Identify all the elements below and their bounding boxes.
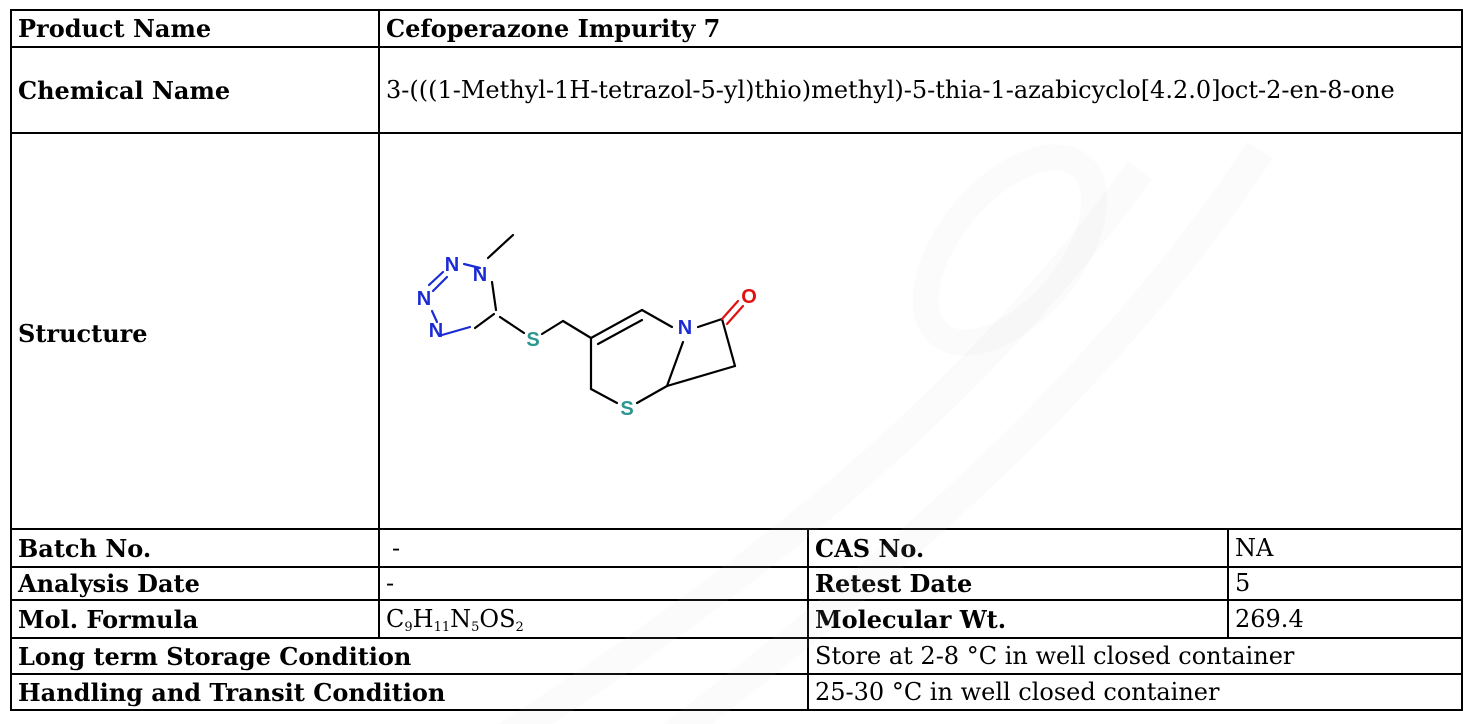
formula-c: C xyxy=(386,604,405,633)
retest-date-value: 5 xyxy=(1227,566,1463,601)
formula-h-count: 11 xyxy=(433,619,451,635)
bond xyxy=(430,309,439,324)
bond xyxy=(696,317,724,329)
bond xyxy=(596,318,644,346)
formula-h: H xyxy=(412,604,434,633)
atom-s-thio: S xyxy=(526,329,539,351)
bond xyxy=(589,387,619,405)
bond xyxy=(635,384,669,405)
row-chemical-name: Chemical Name 3-(((1-Methyl-1H-tetrazol-… xyxy=(10,46,1463,134)
storage-condition-value: Store at 2-8 °C in well closed container xyxy=(807,637,1463,675)
formula-n-count: 5 xyxy=(471,619,480,635)
mol-formula-value: C9H11N5OS2 xyxy=(378,599,809,639)
retest-date-label: Retest Date xyxy=(807,566,1229,601)
bond xyxy=(725,304,745,326)
bond xyxy=(561,319,593,340)
atom-n-1: N xyxy=(473,264,487,286)
coa-table: Product Name Cefoperazone Impurity 7 Che… xyxy=(10,9,1463,711)
handling-condition-value: 25-30 °C in well closed container xyxy=(807,673,1463,711)
bond xyxy=(720,299,740,321)
row-handling: Handling and Transit Condition 25-30 °C … xyxy=(10,673,1463,711)
formula-c-count: 9 xyxy=(404,619,413,635)
molecular-wt-label: Molecular Wt. xyxy=(807,599,1229,639)
molecular-wt-value: 269.4 xyxy=(1227,599,1463,639)
product-name-label: Product Name xyxy=(10,9,380,48)
bond xyxy=(473,312,496,330)
bond xyxy=(498,315,526,335)
bond xyxy=(640,308,674,329)
product-name-value: Cefoperazone Impurity 7 xyxy=(378,9,1463,48)
storage-condition-label: Long term Storage Condition xyxy=(10,637,809,675)
bond xyxy=(462,262,482,270)
bond xyxy=(665,340,685,388)
chemical-name-label: Chemical Name xyxy=(10,46,380,134)
atom-n-ring: N xyxy=(678,317,692,339)
atom-s-ring: S xyxy=(620,398,633,420)
batch-no-value: - xyxy=(378,528,809,568)
atom-n-4: N xyxy=(429,320,443,342)
bond xyxy=(540,319,565,336)
bond xyxy=(486,233,515,260)
bond xyxy=(431,275,449,293)
row-batch: Batch No. - CAS No. NA xyxy=(10,528,1463,568)
atom-n-3: N xyxy=(417,288,431,310)
formula-os: OS xyxy=(479,604,516,633)
bond xyxy=(589,308,644,340)
atom-o: O xyxy=(741,286,757,308)
bond xyxy=(720,317,737,368)
row-formula: Mol. Formula C9H11N5OS2 Molecular Wt. 26… xyxy=(10,599,1463,639)
handling-condition-label: Handling and Transit Condition xyxy=(10,673,809,711)
batch-no-label: Batch No. xyxy=(10,528,380,568)
bond xyxy=(665,364,737,388)
mol-formula-label: Mol. Formula xyxy=(10,599,380,639)
structure-label: Structure xyxy=(10,132,380,530)
bond xyxy=(440,325,472,337)
row-dates: Analysis Date - Retest Date 5 xyxy=(10,566,1463,601)
analysis-date-value: - xyxy=(378,566,809,601)
bond xyxy=(427,270,445,287)
bond xyxy=(490,280,498,312)
cas-no-value: NA xyxy=(1227,528,1463,568)
chemical-name-value: 3-(((1-Methyl-1H-tetrazol-5-yl)thio)meth… xyxy=(378,46,1463,134)
analysis-date-label: Analysis Date xyxy=(10,566,380,601)
row-product-name: Product Name Cefoperazone Impurity 7 xyxy=(10,9,1463,48)
row-storage: Long term Storage Condition Store at 2-8… xyxy=(10,637,1463,675)
cas-no-label: CAS No. xyxy=(807,528,1229,568)
atom-n-2: N xyxy=(445,254,459,276)
formula-s-count: 2 xyxy=(515,619,524,635)
formula-n: N xyxy=(450,604,472,633)
